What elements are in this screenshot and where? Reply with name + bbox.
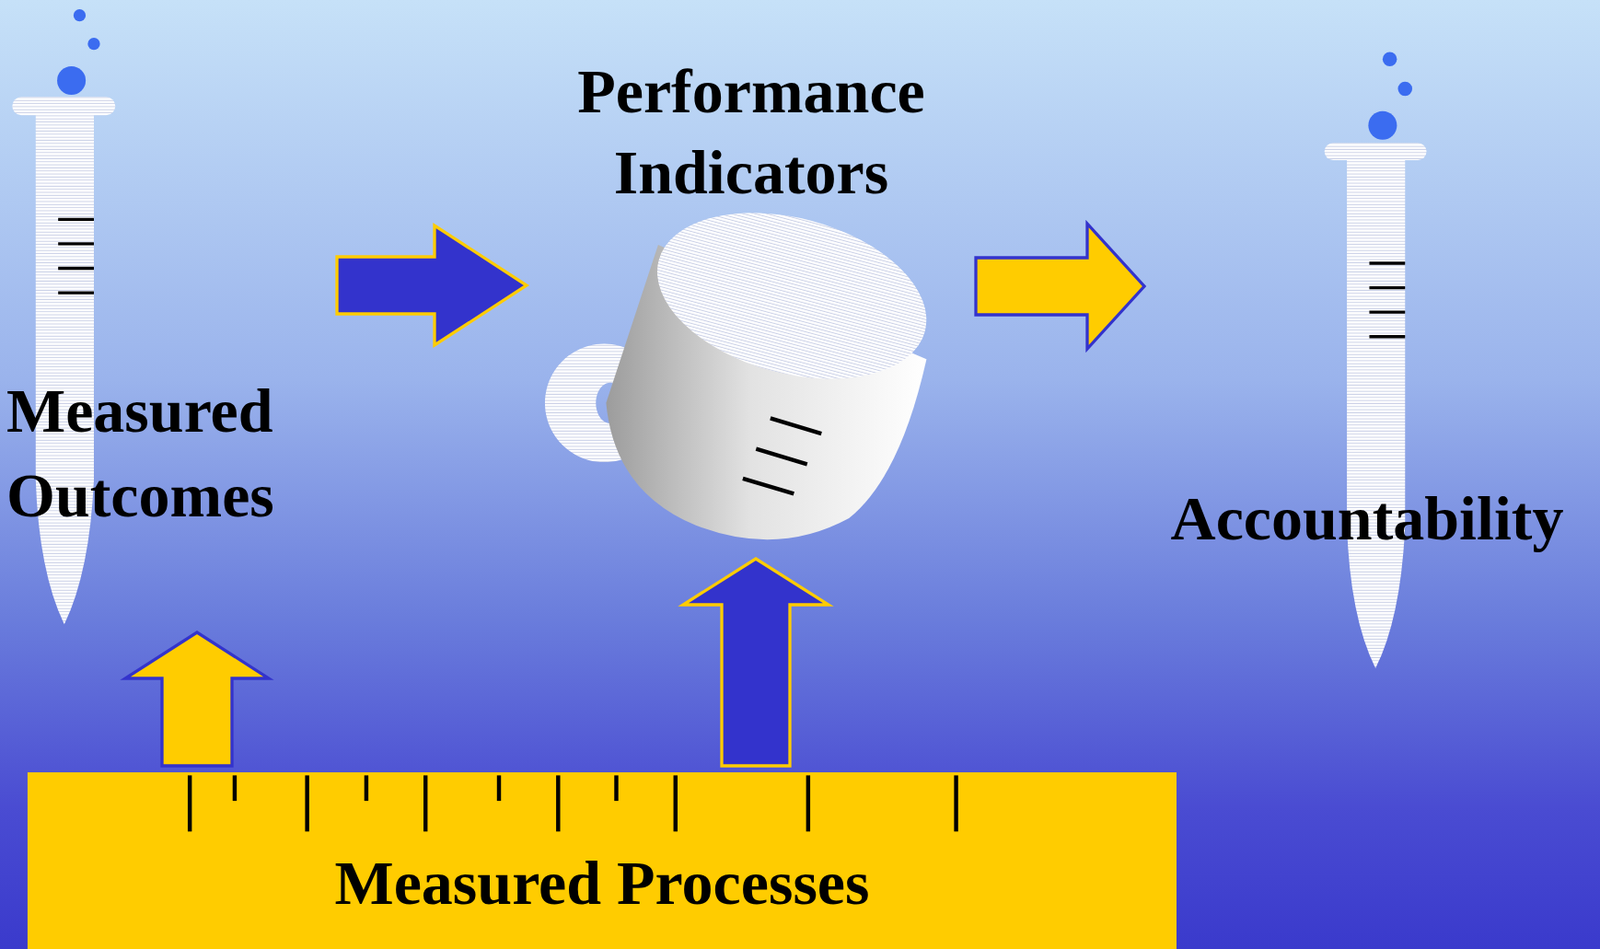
ruler-tick <box>232 775 237 801</box>
ruler-tick <box>953 775 958 832</box>
ruler-tick <box>423 775 428 832</box>
node-label: Accountability <box>1171 477 1565 559</box>
tube-mark <box>1368 286 1405 290</box>
cup-mark <box>755 449 807 465</box>
test-tube-body <box>1346 160 1405 669</box>
block-arrow <box>336 225 527 346</box>
tube-mark <box>1368 311 1405 314</box>
node-label: Measured Outcomes <box>6 369 331 539</box>
block-arrow <box>125 632 269 766</box>
cup-mark <box>770 417 822 434</box>
tube-mark <box>57 242 94 245</box>
diagram-node: Measured Processes <box>27 772 1177 949</box>
bubble <box>1382 52 1398 68</box>
block-arrow <box>975 223 1145 349</box>
bubble <box>1398 81 1414 97</box>
ruler-ticks <box>189 775 956 832</box>
tube-mark <box>57 290 94 294</box>
ruler-tick <box>673 775 678 832</box>
bubble <box>73 9 86 22</box>
bubble <box>1368 111 1397 140</box>
tube-mark <box>1368 335 1405 338</box>
cup-marks <box>742 417 822 494</box>
ruler-tick <box>614 775 618 801</box>
tube-mark <box>57 218 94 221</box>
cup-top <box>638 185 946 406</box>
cup-mark <box>742 478 794 495</box>
block-arrow <box>683 558 829 766</box>
ruler-tick <box>364 775 369 801</box>
diagram-node: Accountability <box>1150 50 1584 673</box>
ruler-band <box>27 772 1177 949</box>
ruler-tick <box>187 775 192 832</box>
test-tube-body <box>35 114 94 625</box>
node-label: Measured Processes <box>334 846 870 922</box>
tube-marks <box>57 219 94 293</box>
ruler-tick <box>304 775 309 832</box>
tube-mark <box>57 266 94 270</box>
tube-mark <box>1368 261 1405 265</box>
bubble <box>57 66 86 95</box>
ruler-tick <box>497 775 501 801</box>
test-tube-rim <box>11 96 116 116</box>
ruler-tick <box>806 775 811 832</box>
bubble <box>87 37 100 50</box>
node-label: Performance Indicators <box>533 50 970 214</box>
diagram-node: Performance Indicators <box>533 50 970 553</box>
tube-marks <box>1368 263 1405 337</box>
ruler-tick <box>556 775 560 832</box>
test-tube-rim <box>1324 142 1427 161</box>
diagram-node: Measured Outcomes <box>6 92 331 627</box>
